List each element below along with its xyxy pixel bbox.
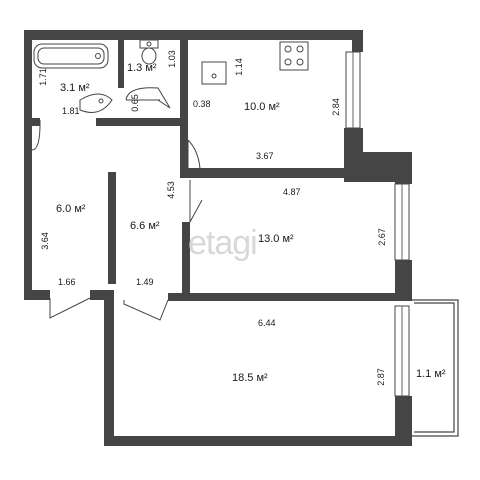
kitchen-height: 2.84: [330, 98, 341, 116]
wall-right-kitchen: [352, 30, 363, 52]
wall-right-bedroom-top: [395, 152, 412, 184]
wall-bedroom-left: [182, 222, 190, 300]
living-area: 18.5 м²: [232, 372, 268, 384]
kitchen-sink-icon: [201, 61, 227, 85]
door-toilet: [125, 87, 171, 109]
wall-bath-bottom-right: [96, 118, 188, 126]
corridor-width: 1.49: [136, 277, 154, 287]
kitchen-dim-2: 0.38: [193, 99, 211, 109]
kitchen-area: 10.0 м²: [244, 101, 280, 113]
corridor-height: 4.53: [165, 181, 176, 199]
balcony-area: 1.1 м²: [416, 368, 446, 380]
door-kitchen: [185, 139, 201, 173]
bathroom-area: 3.1 м²: [60, 82, 90, 94]
wall-right-bedroom-low: [395, 260, 412, 300]
door-bedroom: [189, 180, 203, 223]
wall-hall-bottom-mid: [90, 290, 114, 300]
bathroom-width: 1.81: [62, 106, 80, 116]
kitchen-width: 3.67: [256, 151, 274, 161]
kitchen-dim-1: 1.14: [233, 58, 244, 76]
bathroom-height: 1.71: [37, 68, 48, 86]
sink-icon: [79, 93, 113, 113]
wall-toilet-kitchen: [180, 36, 188, 126]
toilet-height: 0.65: [129, 94, 140, 112]
watermark: etagi: [188, 224, 258, 262]
hall-area: 6.0 м²: [56, 203, 86, 215]
toilet-icon: [139, 39, 159, 49]
stove-icon: [279, 41, 309, 71]
wall-kitchen-left-low: [180, 118, 188, 178]
wall-bath-toilet: [118, 36, 124, 88]
door-hall: [49, 297, 91, 319]
corridor-area: 6.6 м²: [130, 220, 160, 232]
door-bath: [31, 120, 41, 151]
wall-bottom: [104, 436, 412, 446]
door-living: [123, 299, 169, 321]
wall-living-right-low: [395, 396, 412, 446]
wall-left-upper: [24, 30, 32, 300]
bedroom-area: 13.0 м²: [258, 233, 294, 245]
wall-left-bottom: [24, 290, 50, 300]
balcony-outline: [412, 299, 459, 437]
wall-hall-divider: [108, 172, 116, 284]
bathtub-icon: [33, 43, 109, 69]
wall-top: [24, 30, 363, 40]
hall-width: 1.66: [58, 277, 76, 287]
wall-living-left: [104, 294, 114, 444]
hall-height: 3.64: [39, 232, 50, 250]
toilet-width: 1.03: [166, 50, 177, 68]
bedroom-height: 2.67: [376, 228, 387, 246]
wall-bedroom-living: [168, 293, 412, 301]
toilet-area: 1.3 м²: [127, 62, 157, 74]
wall-bath-bottom: [24, 118, 40, 126]
living-width: 6.44: [258, 318, 276, 328]
living-height: 2.87: [375, 368, 386, 386]
bedroom-width: 4.87: [283, 187, 301, 197]
wall-kitchen-bedroom: [180, 168, 355, 178]
